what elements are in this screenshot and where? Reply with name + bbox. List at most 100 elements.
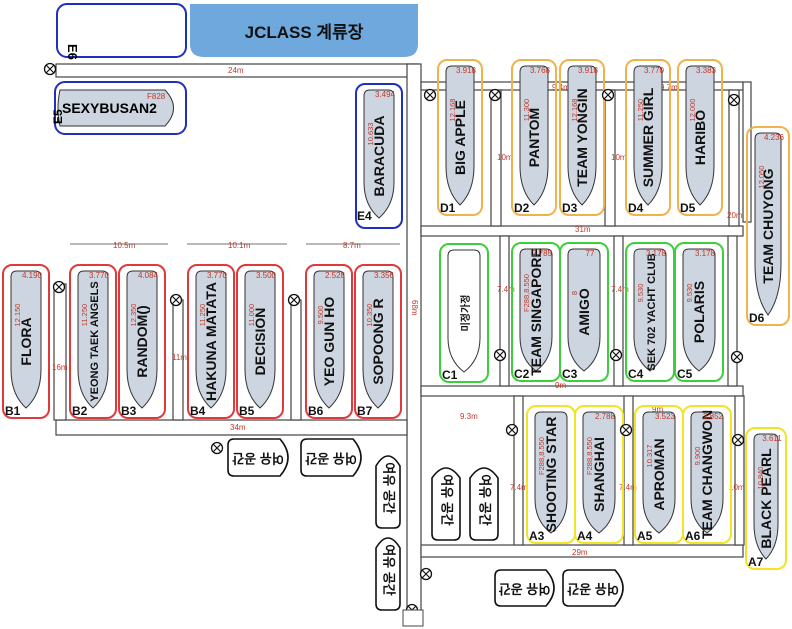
boat-code-polaris: 3.178 [695,249,716,258]
hull-decision [244,270,276,409]
boat-name-hakuna: HAKUNA MATATA [203,282,219,401]
boat-spec-sek702: 9.530 [636,284,645,303]
empty-slot-text: 여유 공간 [382,462,397,513]
hull-sek702 [633,248,667,372]
hull-team-yongin [567,65,597,206]
berth-frame-a7 [745,427,787,570]
boat-name-baracuda: BARACUDA [371,116,387,197]
boat-spec-sopoong: 10.350 [365,304,374,327]
bollard-icon [609,348,623,362]
boat-code-aproman: 3.523 [655,412,676,421]
boat-spec-polaris: 9.530 [685,284,694,303]
hull-random [126,270,158,409]
empty-slot-text: 여유 공간 [478,474,493,525]
empty-slot-outline [300,438,362,477]
berth-label-d2: D2 [514,201,530,215]
boat-spec-big-apple: 12.168 [448,99,457,122]
dim-a-finger-2: 7.4m [619,483,637,492]
boat-code-team-chuyong: 4.236 [764,133,785,142]
hull-haribo [685,65,715,206]
title-banner [190,4,418,57]
empty-slot-outline [375,455,401,529]
boat-name-sopoong: SOPOONG R [370,298,386,384]
empty-slot-v4: 여유 공간 [469,467,499,541]
empty-slot-text: 여유 공간 [232,451,283,466]
boat-name-amigo: AMIGO [576,288,592,336]
hull-sexybusan2 [57,89,174,127]
boat-name-black-pearl: BLACK PEARL [758,448,774,549]
hull-polaris [682,248,716,372]
boat-name-aproman: APROMAN [651,438,667,510]
boat-spec-hakuna: 11.250 [198,304,207,326]
empty-slot-outline [469,467,499,541]
hull-yeo-gun-ho [313,270,345,409]
berth-frame-d6 [746,126,790,326]
hull-amigo [567,248,601,372]
hull-hakuna [195,270,227,409]
empty-slot-text: 여유 공간 [567,582,618,597]
boat-code-baracuda: 3.494 [375,90,396,99]
dim-mid-c: 31m [575,225,591,234]
berth-label-b5: B5 [239,404,255,418]
hull-c1-boat [447,249,481,373]
berth-label-c2: C2 [514,367,530,381]
boat-spec-yeong-taek: 11.250 [80,304,89,326]
berth-frame-a6 [682,405,732,544]
berth-frame-b6 [305,264,353,419]
boat-name-random: RANDOM() [134,305,150,377]
empty-slot-outline [227,438,289,477]
empty-slot-outline [375,537,401,611]
hull-black-pearl [753,433,779,560]
dim-b-finger-1: 16m [52,363,68,372]
boat-name-sek702: SEK 702 YACHT CLUB [646,253,658,370]
berth-frame-d2 [511,59,557,216]
boat-code-sexybusan2: F828 [147,92,166,101]
boat-name-big-apple: BIG APPLE [452,100,468,175]
berth-frame-e4 [355,83,403,229]
bollard-layer [43,62,745,617]
boat-code-amigo: 77 [586,249,595,258]
berth-frame-d4 [625,59,671,216]
hull-sopoong [362,270,394,409]
empty-slot-v3: 여유 공간 [431,467,461,541]
boat-code-black-pearl: 3.611 [762,434,782,443]
berth-frame-d5 [677,59,723,216]
bollard-icon [419,567,433,581]
boat-spec-flora: 12.150 [13,304,22,327]
berth-label-a3: A3 [529,529,545,543]
empty-slot-v1: 여유 공간 [375,455,401,529]
hull-shanghai [582,411,616,534]
boat-spec-pantom: 11.300 [522,99,531,121]
empty-slot-h1: 여유 공간 [227,438,289,477]
empty-slot-text: 여유 공간 [499,582,550,597]
berth-e6-label: E6 [65,44,80,60]
bollard-icon [493,348,507,362]
boat-spec-team-changwon: 9.900 [693,447,702,466]
boat-spec-team-yongin: 12.168 [570,99,579,122]
berth-label-c3: C3 [562,367,578,381]
hull-aproman [642,411,676,534]
berth-label-e4: E4 [357,209,372,223]
empty-slot-outline [431,467,461,541]
berth-label-c5: C5 [677,367,693,381]
bollard-icon [423,88,437,102]
boat-name-polaris: POLARIS [691,281,707,343]
berth-frame-b4 [187,264,235,419]
bollard-icon [730,350,744,364]
dim-b-span-3: 8.7m [343,241,361,250]
boat-spec-baracuda: 10.633 [366,123,375,146]
bollard-icon [287,293,301,307]
berth-e6-box [56,3,187,58]
berth-label-d3: D3 [562,201,578,215]
empty-slot-outline [494,569,555,607]
berth-label-a7: A7 [748,555,764,569]
boat-name-yeo-gun-ho: YEO GUN HO [321,297,337,387]
